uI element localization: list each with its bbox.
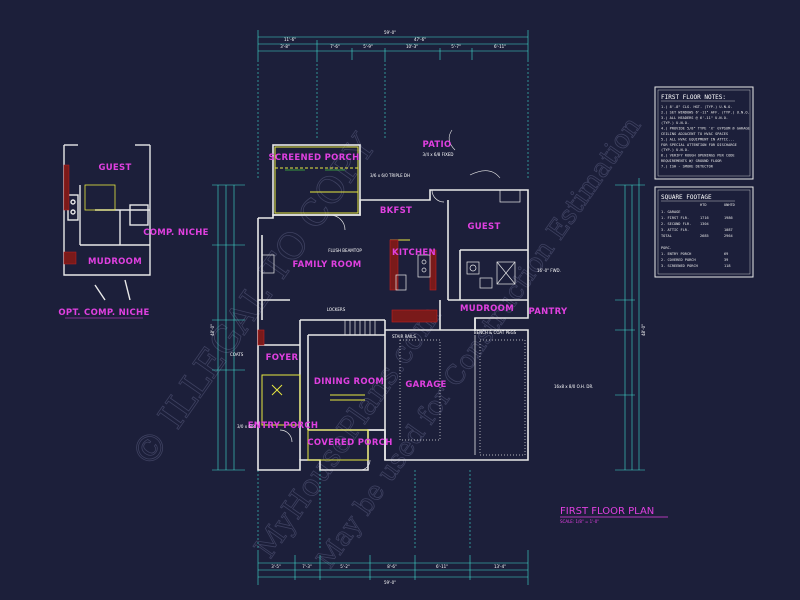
plan-scale: SCALE: 1/8" = 1'-0" [560,519,599,524]
sqft-row-label: 3. SCREENED PORCH [661,264,698,268]
notes-line: 5.) ALL HVAC EQUIPMENT IN ATTIC... [661,137,735,141]
notes-line: 1.) 8'-8" CLG. HGT. (TYP.) U.N.O. [661,105,732,109]
room-dining-room: DINING ROOM [314,377,384,387]
inset-caption: OPT. COMP. NICHE [58,308,149,318]
note-stair-rails: STAIR RAILS [392,334,416,339]
sqft-row-label: 1. FIRST FLR. [661,216,689,220]
square-footage: SQUARE FOOTAGE HTD UNHTD 1. GARAGE 1. FIR… [654,186,754,278]
dim-top-part-2: 7'-6" [330,44,340,49]
note-entry-door: 3/0 x 6/8 [237,424,255,429]
sqft-row-label: 1. GARAGE [661,210,680,214]
dim-top-overall: 59'-0" [384,30,396,35]
room-bkfst: BKFST [380,206,412,216]
dim-top-part-1: 3'-8" [280,44,290,49]
sqft-row-unhtd: 39 [724,258,728,262]
note-garage-door: 16x8 x 8/0 O.H. DR. [554,384,593,389]
dim-bottom-part-4: 8'-6" [387,564,397,569]
first-floor-notes: FIRST FLOOR NOTES: 1.) 8'-8" CLG. HGT. (… [654,86,754,180]
fixtures [261,189,526,471]
dim-top-part-6: 6'-11" [494,44,506,49]
room-entry-porch: ENTRY PORCH [248,421,319,431]
note-mudroom-bench: BENCH & COAT PEGS [474,330,517,335]
notes-line: 2.) SET WINDOWS 6'-11" AFF. (TYP.) U.N.O… [661,110,750,114]
dim-top-part-3: 5'-9" [363,44,373,49]
sqft-col1: HTD [700,203,707,207]
sqft-row-unhtd: 2964 [724,234,733,238]
sqft-row-label: PORC. [661,246,672,250]
dimension-text: 59'-0" 11'-6" 47'-6" 3'-8" 7'-6" 5'-9" 1… [210,30,646,585]
notes-line: REQUIREMENTS W/ GROUND FLOOR [661,159,722,163]
dim-right-overall: 48'-0" [641,324,646,336]
dim-left-overall: 48'-0" [210,324,215,336]
notes-line: (TYP.) U.N.O. [661,121,689,125]
notes-line: 3.) ALL HEADERS @ 6'-11" U.N.O. [661,116,728,120]
notes-line: CEILING ADJACENT TO HVAC SPACES [661,132,728,136]
room-pantry: PANTRY [529,307,569,317]
patio-leader [448,129,501,179]
dimension-lines [212,30,645,585]
red-hatch [257,239,438,346]
sqft-row-label: 2. SECOND FLR. [661,222,691,226]
sqft-row-label: 3. ATTIC FLR. [661,228,689,232]
note-flush-beam: FLUSH BEAMTOP [328,248,362,253]
room-screened-porch: SCREENED PORCH [268,153,359,163]
dim-bottom-part-2: 7'-3" [302,564,312,569]
inset-room-comp-niche: COMP. NICHE [143,228,209,238]
notes-line: FOR SPECIAL ATTENTION FOR DISCHARGE [661,143,737,147]
dim-bottom-part-3: 5'-2" [340,564,350,569]
dim-bottom-overall: 59'-0" [384,580,396,585]
yellow-linework [261,146,410,461]
dim-bottom-part-5: 6'-11" [436,564,448,569]
sqft-title: SQUARE FOOTAGE [661,194,712,201]
inset-room-mudroom: MUDROOM [88,257,142,267]
note-patio-size: 3/4 x 6/8 FIXED [423,152,454,157]
room-foyer: FOYER [266,353,299,363]
sqft-col2: UNHTD [724,203,735,207]
sqft-row-unhtd: 118 [724,264,731,268]
sqft-row-htd: 1304 [700,222,709,226]
sqft-row-label: 1. ENTRY PORCH [661,252,691,256]
sqft-row-label: TOTAL [661,234,672,238]
room-kitchen: KITCHEN [392,248,436,258]
notes-line: 6.) VERIFY ROUGH OPENINGS PER CODE [661,154,735,158]
notes-line: 7.) ISH - SMOKE DETECTOR [661,164,714,168]
room-guest: GUEST [467,222,500,232]
plan-title-block: FIRST FLOOR PLAN SCALE: 1/8" = 1'-0" [560,506,668,524]
inset-room-guest: GUEST [98,163,131,173]
note-lockers: LOCKERS [327,307,346,312]
dim-top-sub-2: 47'-6" [414,37,426,42]
sqft-rows: 1. GARAGE 1. FIRST FLR. 1716 1986 2. SECOND … [661,210,733,268]
room-garage: GARAGE [405,380,446,390]
annotations: 3/4 x 6/8 FIXED 3/6 x 6/0 TRIPLE DH 16x8… [237,152,593,429]
inset-comp-niche: GUEST MUDROOM COMP. NICHE OPT. COMP. NIC… [58,144,209,319]
note-triple-dh: 3/6 x 6/0 TRIPLE DH [370,173,410,178]
notes-line: (TYP.) U.N.O. [661,148,689,152]
sqft-row-htd: 2685 [700,234,709,238]
sqft-row-unhtd: 1087 [724,228,733,232]
room-mudroom: MUDROOM [460,304,514,314]
dim-top-part-4: 10'-3" [406,44,418,49]
room-family-room: FAMILY ROOM [293,260,362,270]
notes-title: FIRST FLOOR NOTES: [661,94,726,101]
plan-title: FIRST FLOOR PLAN [560,506,654,517]
notes-lines: 1.) 8'-8" CLG. HGT. (TYP.) U.N.O.2.) SET… [661,105,750,168]
sqft-row-label: 2. COVERED PORCH [661,258,696,262]
sqft-row-unhtd: 1986 [724,216,733,220]
sqft-row-unhtd: 69 [724,252,728,256]
dim-top-part-5: 5'-7" [451,44,461,49]
label-coats: COATS [230,352,244,357]
dim-bottom-part-1: 3'-5" [271,564,281,569]
dim-top-sub-1: 11'-6" [284,37,296,42]
sqft-row-htd: 1716 [700,216,709,220]
dim-bottom-part-6: 13'-4" [494,564,506,569]
note-dims: 16'-0" FWD. [537,268,561,273]
room-labels: SCREENED PORCH PATIO BKFST GUEST FAMILY … [230,140,568,448]
notes-line: 4.) PROVIDE 5/8" TYPE 'X' GYPSUM @ GARAG… [661,127,750,131]
room-patio: PATIO [422,140,451,150]
room-covered-porch: COVERED PORCH [307,438,392,448]
